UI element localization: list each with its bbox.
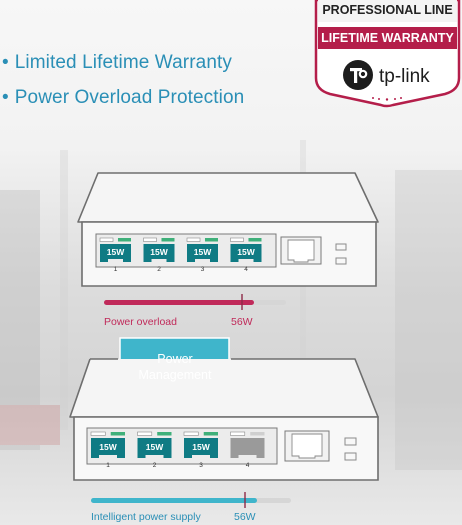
bottom-uplink-port xyxy=(284,430,330,462)
bottom-port-2-number: 2 xyxy=(152,462,157,469)
bottom-bar-label: Intelligent power supply xyxy=(91,511,201,523)
top-port-4-number: 4 xyxy=(244,266,248,273)
bottom-port-4-number: 4 xyxy=(245,462,250,469)
top-port-2-number: 2 xyxy=(157,266,161,273)
top-port-2-label: 15W xyxy=(150,247,168,257)
bottom-port-3-number: 3 xyxy=(199,462,203,469)
top-port-2 xyxy=(143,237,175,262)
bottom-bar-value: 56W xyxy=(234,511,256,523)
badge-line-lifetime: LIFETIME WARRANTY xyxy=(321,31,454,45)
tp-link-logo-icon xyxy=(343,60,373,90)
bottom-port-1 xyxy=(90,431,125,458)
feature-overload-protection: •Power Overload Protection xyxy=(2,87,245,108)
top-port-1-label: 15W xyxy=(106,247,125,257)
top-power-bar xyxy=(104,294,286,310)
bottom-port-1-label: 15W xyxy=(99,442,117,452)
top-port-1 xyxy=(99,237,131,262)
top-bar-label: Power overload xyxy=(104,316,177,328)
top-port-3 xyxy=(186,237,218,262)
bottom-port-3 xyxy=(183,431,218,458)
top-switch xyxy=(77,172,379,287)
bottom-port-2-label: 15W xyxy=(145,442,164,452)
top-bar-value: 56W xyxy=(231,316,253,328)
top-port-3-number: 3 xyxy=(200,266,205,273)
top-port-3-label: 15W xyxy=(193,247,212,257)
top-uplink-port xyxy=(280,236,322,265)
badge-line-professional: PROFESSIONAL LINE xyxy=(322,3,453,17)
bottom-port-3-label: 15W xyxy=(192,442,210,452)
power-management-label: Power Management xyxy=(138,352,212,382)
bottom-port-1-number: 1 xyxy=(106,462,110,469)
top-port-4-label: 15W xyxy=(237,247,255,257)
brand-name: tp-link xyxy=(379,66,430,87)
feature-warranty: •Limited Lifetime Warranty xyxy=(2,52,232,73)
bottom-port-4 xyxy=(230,431,265,458)
bottom-port-2 xyxy=(137,431,172,458)
bottom-power-bar xyxy=(91,492,291,508)
bottom-switch xyxy=(69,358,379,481)
top-port-1-number: 1 xyxy=(113,266,118,273)
warranty-badge: PROFESSIONAL LINE LIFETIME WARRANTY tp-l… xyxy=(313,0,462,108)
top-port-4 xyxy=(230,237,262,262)
